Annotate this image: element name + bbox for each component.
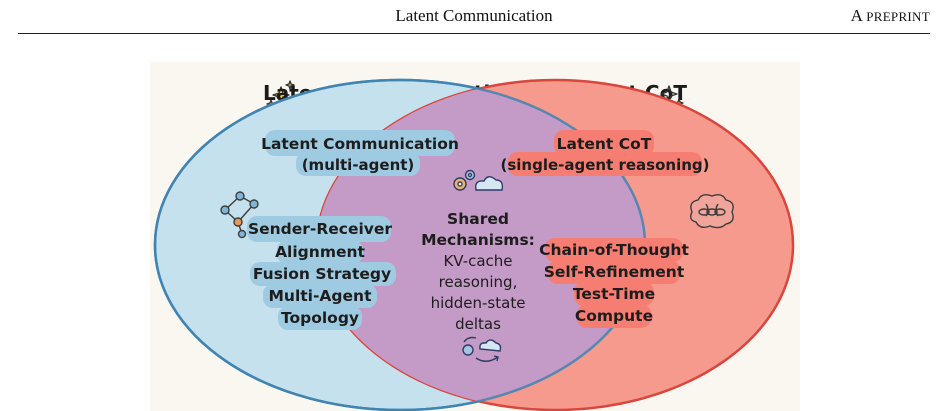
left-item: Multi-Agent (269, 287, 373, 305)
left-item-highlight (263, 284, 377, 308)
left-item-highlight (277, 240, 363, 264)
overlap-item: Shared (447, 210, 509, 228)
page-header: Latent Communication A PREPRINT (0, 0, 948, 44)
right-subtitle-highlight (508, 152, 702, 176)
running-title: Latent Communication (395, 6, 553, 25)
overlap-item: KV-cache (443, 252, 512, 270)
overlap-item: hidden-state (431, 294, 526, 312)
left-item: Sender-Receiver (248, 220, 392, 238)
right-item: Compute (575, 307, 653, 325)
preprint-first: A (850, 6, 862, 25)
right-item-highlight (574, 282, 654, 306)
left-item-highlight (250, 262, 396, 286)
right-item: Chain-of-Thought (539, 241, 689, 259)
brain-chain-icon (689, 193, 734, 229)
left-item: Topology (281, 309, 359, 327)
left-item-highlight (247, 216, 391, 242)
venn-diagram: Latent Communication vs. Latent CoT Late… (153, 78, 795, 411)
right-item: Self-Refinement (544, 263, 685, 281)
left-title-highlight (265, 130, 455, 156)
venn-figure: Latent Communication vs. Latent CoT Late… (150, 62, 800, 411)
overlap-item: deltas (455, 315, 501, 333)
right-set-subtitle: (single-agent reasoning) (500, 156, 709, 174)
left-item: Fusion Strategy (253, 265, 391, 283)
right-item-highlight (548, 260, 680, 284)
left-set-title: Latent Communication (261, 135, 459, 153)
header-rule (18, 33, 930, 34)
right-item: Test-Time (573, 285, 655, 303)
overlap-item: reasoning, (439, 273, 518, 291)
right-title-highlight (554, 130, 654, 156)
cycle-cloud-icon (462, 336, 502, 362)
preprint-rest: PREPRINT (866, 9, 930, 24)
left-set-subtitle: (multi-agent) (302, 156, 415, 174)
left-subtitle-highlight (296, 152, 420, 176)
network-graph-icon (220, 191, 259, 239)
gears-cloud-icon (453, 169, 504, 191)
left-item-highlight (278, 306, 362, 330)
right-item-highlight (545, 238, 683, 262)
left-item: Alignment (275, 243, 365, 261)
right-set-title: Latent CoT (557, 135, 652, 153)
preprint-label: A PREPRINT (851, 6, 930, 26)
overlap-item: Mechanisms: (421, 231, 535, 249)
right-item-highlight (577, 304, 651, 328)
